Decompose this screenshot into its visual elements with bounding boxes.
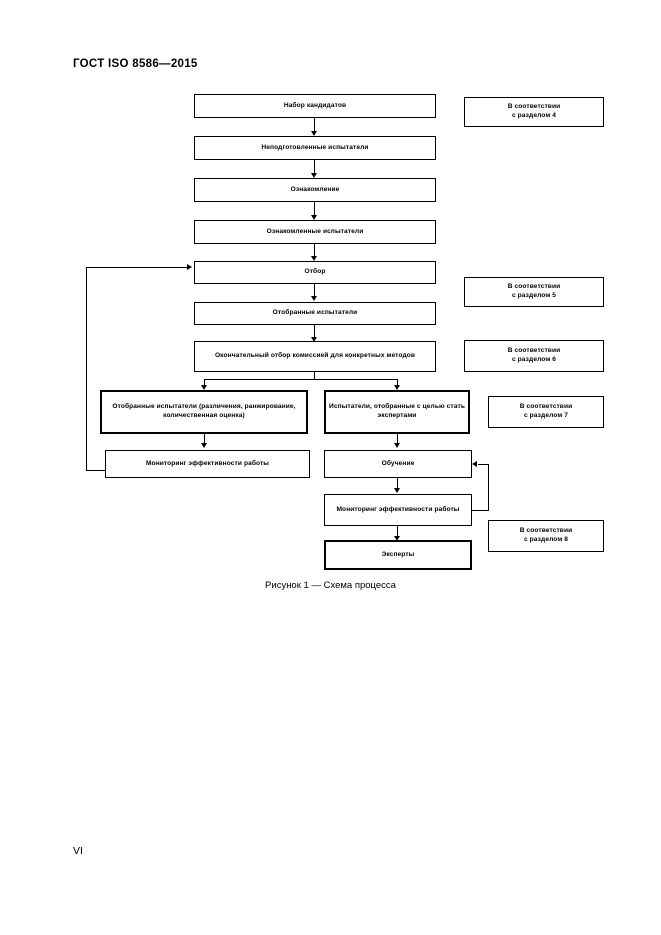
connector-familiarized-to-selection [314, 244, 315, 258]
reference-line-2: с разделом 7 [523, 412, 569, 419]
flow-node-familiarization: Ознакомление [194, 178, 436, 202]
arrow-recruitment-to-untrained [311, 131, 317, 136]
feedback-right-bottom-segment [472, 510, 489, 511]
feedback-right-vertical-segment [488, 464, 489, 511]
arrow-training-to-monitoring [394, 488, 400, 493]
reference-box-section-5: В соответствии с разделом 5 [464, 277, 604, 307]
connector-training-to-monitoring [397, 478, 398, 490]
connector-recruitment-to-untrained [314, 118, 315, 133]
connector-experts-branch-to-training [397, 434, 398, 445]
reference-line-2: с разделом 5 [511, 292, 557, 299]
flow-node-experts: Эксперты [324, 540, 472, 570]
flow-node-familiarized-assessors: Ознакомленные испытатели [194, 220, 436, 244]
flow-node-recruitment: Набор кандидатов [194, 94, 436, 118]
connector-selection-to-selected [314, 284, 315, 298]
page-number: VI [73, 845, 83, 857]
document-header: ГОСТ ISO 8586—2015 [73, 58, 198, 70]
arrow-familiarized-to-selection [311, 256, 317, 261]
reference-box-section-7: В соответствии с разделом 7 [488, 396, 604, 428]
flow-node-performance-monitoring-right: Мониторинг эффективности работы [324, 494, 472, 526]
arrow-selection-to-selected [311, 296, 317, 301]
figure-caption: Рисунок 1 — Схема процесса [265, 580, 396, 591]
reference-line-2: с разделом 4 [511, 112, 557, 119]
connector-final-selection-stem [314, 372, 315, 379]
connector-split-to-left-branch [204, 379, 205, 387]
reference-box-section-4: В соответствии с разделом 4 [464, 97, 604, 127]
reference-line-1: В соответствии [519, 403, 573, 411]
flow-node-performance-monitoring-left: Мониторинг эффективности работы [105, 450, 310, 478]
reference-line-2: с разделом 8 [523, 536, 569, 543]
connector-selected-to-final-selection [314, 325, 315, 339]
arrow-split-to-left-branch [201, 385, 207, 390]
feedback-right-top-segment [478, 464, 489, 465]
reference-line-1: В соответствии [507, 103, 561, 111]
connector-split-to-right-branch [397, 379, 398, 387]
flow-node-untrained-assessors: Неподготовленные испытатели [194, 136, 436, 160]
flow-node-selection: Отбор [194, 261, 436, 284]
flow-node-selected-assessors-methods: Отобранные испытатели (различения, ранжи… [100, 390, 308, 434]
arrow-left-branch-to-monitoring [201, 443, 207, 448]
arrow-split-to-right-branch [394, 385, 400, 390]
arrow-feedback-left-to-selection [187, 264, 192, 270]
feedback-left-vertical-segment [86, 267, 87, 471]
connector-untrained-to-familiarization [314, 160, 315, 175]
reference-box-section-6: В соответствии с разделом 6 [464, 340, 604, 372]
flow-node-selected-assessors: Отобранные испытатели [194, 302, 436, 325]
connector-left-branch-to-monitoring [204, 434, 205, 445]
flow-node-assessors-for-experts: Испытатели, отобранные с целью стать экс… [324, 390, 470, 434]
reference-line-1: В соответствии [507, 283, 561, 291]
connector-familiarization-to-familiarized [314, 202, 315, 217]
connector-monitoring-to-experts [397, 526, 398, 538]
arrow-familiarization-to-familiarized [311, 215, 317, 220]
reference-line-2: с разделом 6 [511, 356, 557, 363]
arrow-feedback-right-to-training [472, 461, 477, 467]
arrow-monitoring-to-experts [394, 536, 400, 541]
reference-box-section-8: В соответствии с разделом 8 [488, 520, 604, 552]
arrow-selected-to-final-selection [311, 337, 317, 342]
arrow-experts-branch-to-training [394, 443, 400, 448]
feedback-left-top-segment [86, 267, 187, 268]
reference-line-1: В соответствии [519, 527, 573, 535]
arrow-untrained-to-familiarization [311, 173, 317, 178]
flow-node-final-selection: Окончательный отбор комиссией для конкре… [194, 341, 436, 372]
feedback-left-bottom-segment [86, 470, 106, 471]
flow-node-training: Обучение [324, 450, 472, 478]
connector-final-selection-split [204, 379, 397, 380]
reference-line-1: В соответствии [507, 347, 561, 355]
